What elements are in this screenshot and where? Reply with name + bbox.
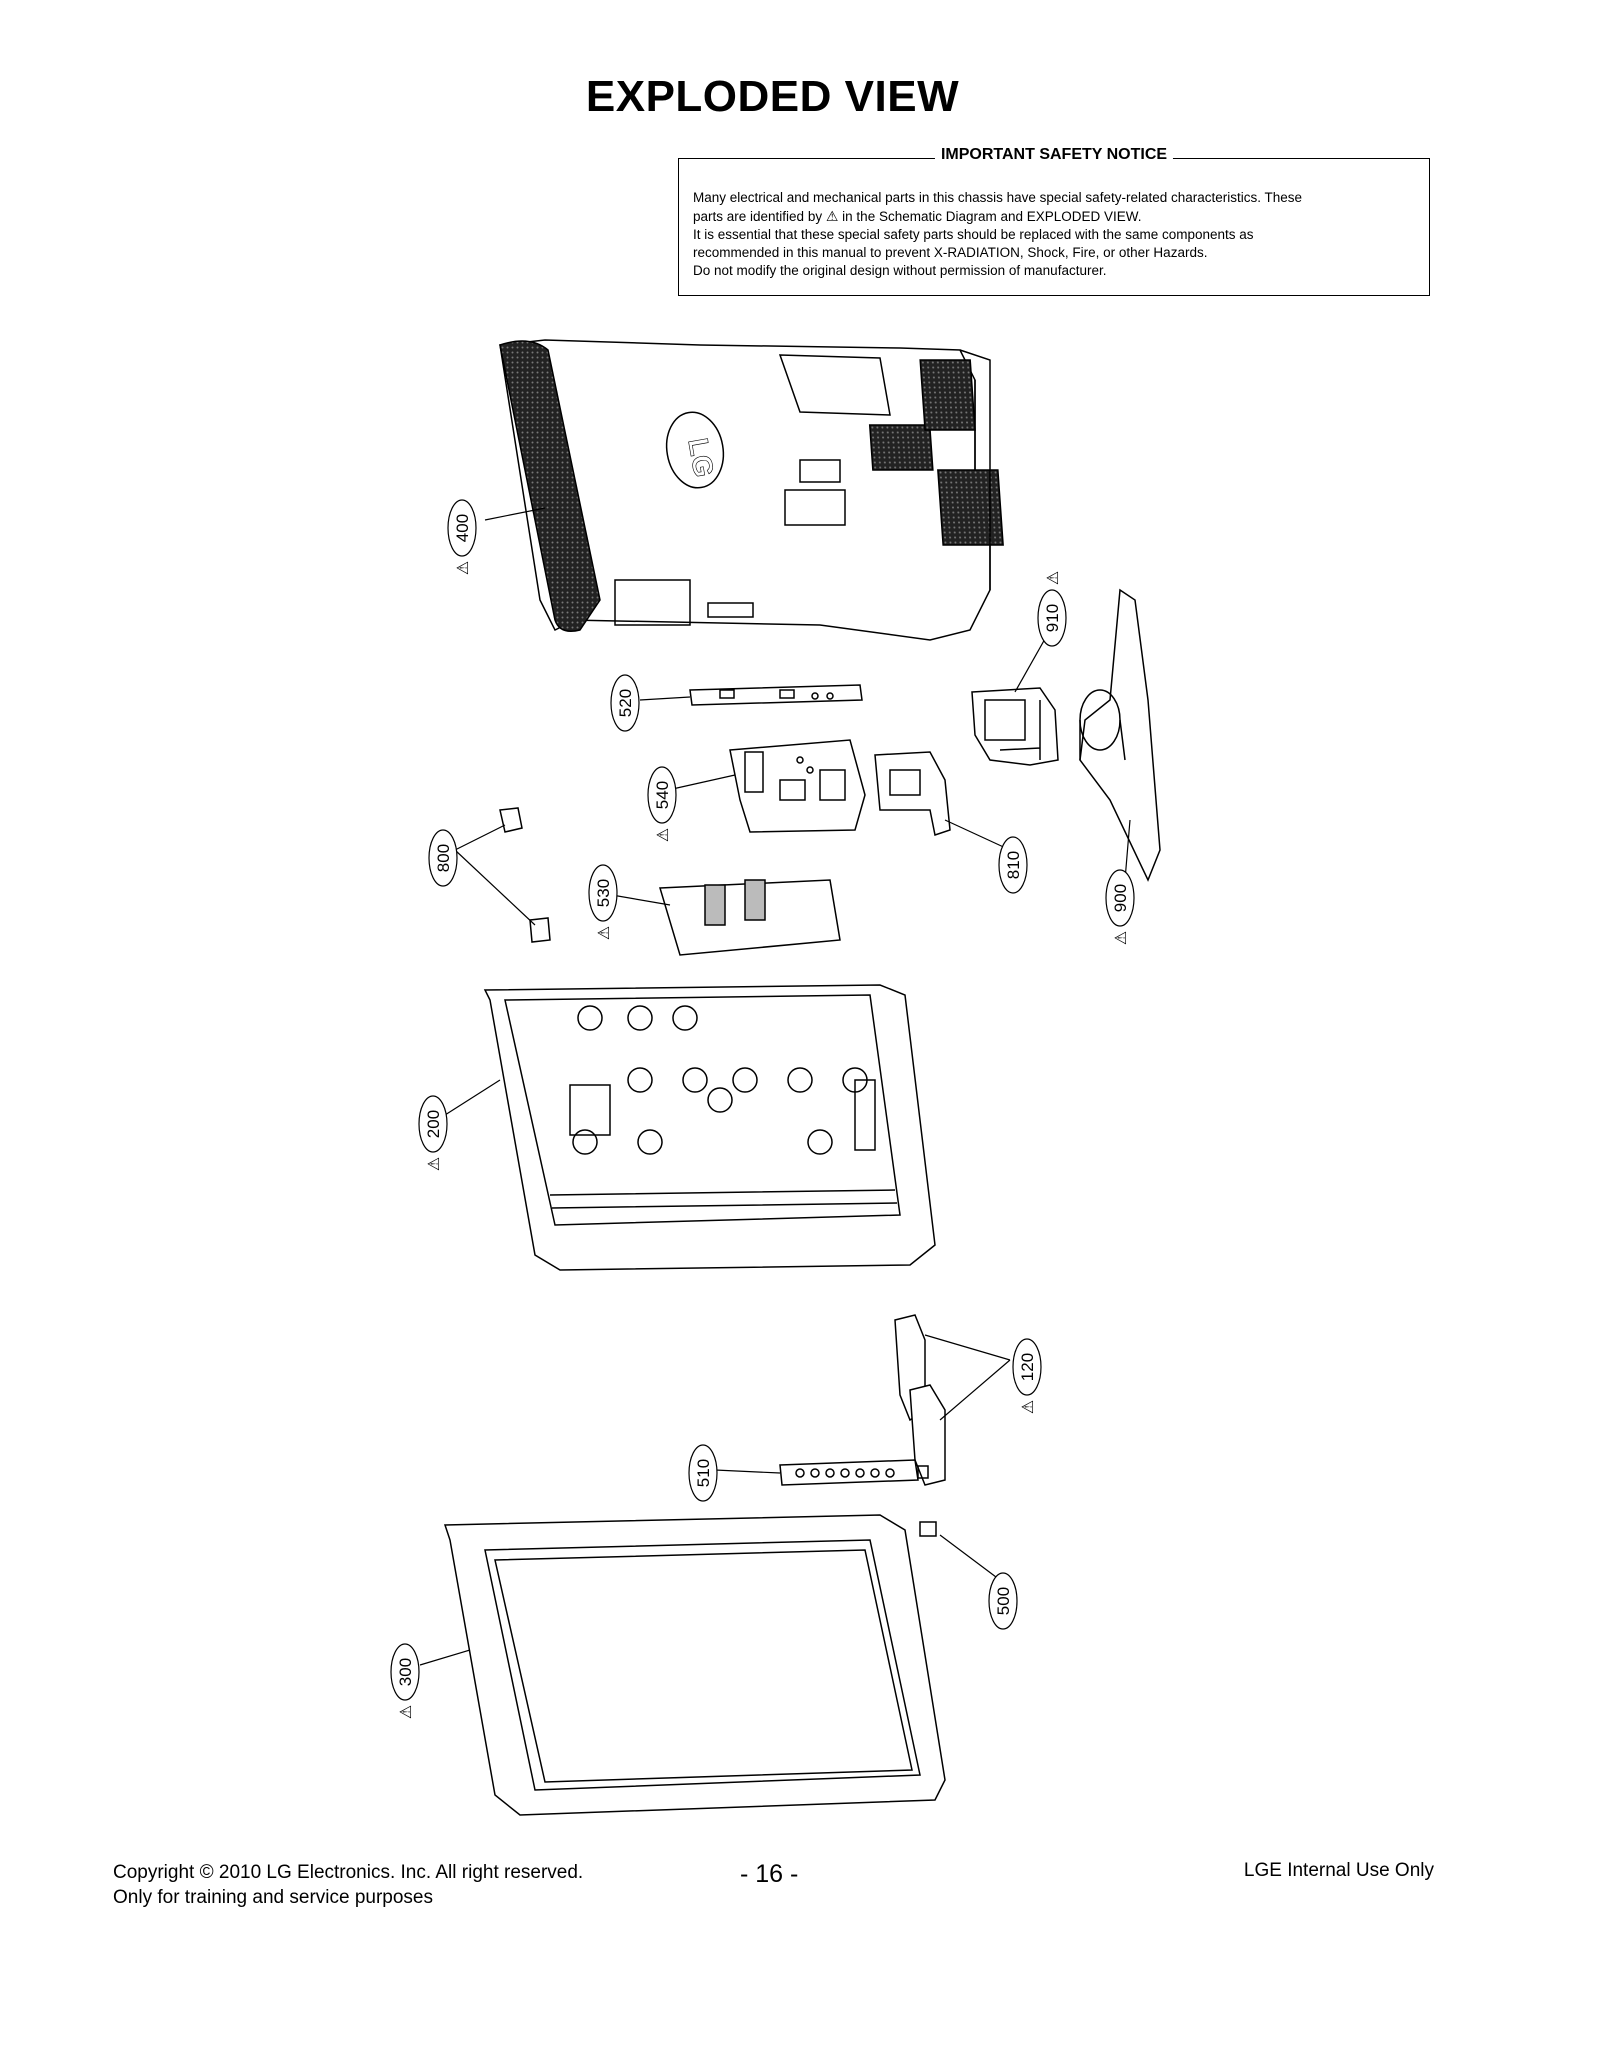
warning-triangle-icon: ⚠ (825, 208, 839, 224)
notice-line-1: Many electrical and mechanical parts in … (693, 190, 1303, 205)
callout-510: 510 (694, 1459, 713, 1487)
back-cover-part: LG (499, 339, 1004, 641)
callout-400: 400 (453, 514, 472, 542)
power-board-part (659, 879, 841, 956)
stand-bracket-part (971, 687, 1059, 766)
safety-notice-text: Many electrical and mechanical parts in … (693, 189, 1415, 280)
clips-part (499, 807, 551, 943)
board-bracket-part (874, 751, 951, 836)
warning-triangle-icon: ⚠ (1043, 571, 1062, 585)
callout-530: 530 (594, 879, 613, 907)
lg-logo-text: LG (682, 436, 719, 480)
notice-line-3: It is essential that these special safet… (693, 227, 1254, 242)
footer-copyright-block: Copyright © 2010 LG Electronics. Inc. Al… (113, 1860, 583, 1910)
speakers-part (894, 1314, 946, 1486)
callout-120: 120 (1018, 1353, 1037, 1381)
safety-notice-box: IMPORTANT SAFETY NOTICE Many electrical … (678, 146, 1430, 296)
callout-910: 910 (1043, 604, 1062, 632)
notice-line-2a: parts are identified by (693, 209, 823, 224)
notice-line-5: Do not modify the original design withou… (693, 263, 1107, 278)
callout-900: 900 (1111, 884, 1130, 912)
footer-copyright: Copyright © 2010 LG Electronics. Inc. Al… (113, 1862, 584, 1883)
callout-810: 810 (1004, 851, 1023, 879)
notice-line-2b: in the Schematic Diagram and EXPLODED VI… (842, 209, 1142, 224)
warning-triangle-icon: ⚠ (1018, 1400, 1037, 1414)
warning-triangle-icon: ⚠ (396, 1705, 415, 1719)
main-board-part (729, 739, 866, 833)
callout-540: 540 (653, 781, 672, 809)
callout-520: 520 (616, 689, 635, 717)
inner-frame-part (483, 984, 936, 1271)
footer-purpose: Only for training and service purposes (113, 1887, 433, 1908)
warning-triangle-icon: ⚠ (424, 1157, 443, 1171)
key-board-part (779, 1459, 929, 1486)
notice-line-4: recommended in this manual to prevent X-… (693, 245, 1208, 260)
warning-triangle-icon: ⚠ (1111, 931, 1130, 945)
page-title: EXPLODED VIEW (585, 72, 960, 121)
callout-500: 500 (994, 1587, 1013, 1615)
callout-800: 800 (434, 844, 453, 872)
notice-line-2: parts are identified by ⚠ in the Schemat… (693, 207, 1415, 226)
footer-internal: LGE Internal Use Only (1243, 1860, 1434, 1881)
warning-triangle-icon: ⚠ (594, 926, 613, 940)
warning-triangle-icon: ⚠ (653, 828, 672, 842)
terminal-bracket-part (689, 684, 863, 706)
callout-300: 300 (396, 1658, 415, 1686)
safety-notice-heading: IMPORTANT SAFETY NOTICE (934, 146, 1174, 164)
front-cabinet-part (443, 1514, 946, 1816)
callout-200: 200 (424, 1110, 443, 1138)
stand-base-part (1079, 588, 1161, 882)
ir-board-part (919, 1521, 937, 1537)
page-number: - 16 - (740, 1860, 799, 1888)
warning-triangle-icon: ⚠ (453, 561, 472, 575)
